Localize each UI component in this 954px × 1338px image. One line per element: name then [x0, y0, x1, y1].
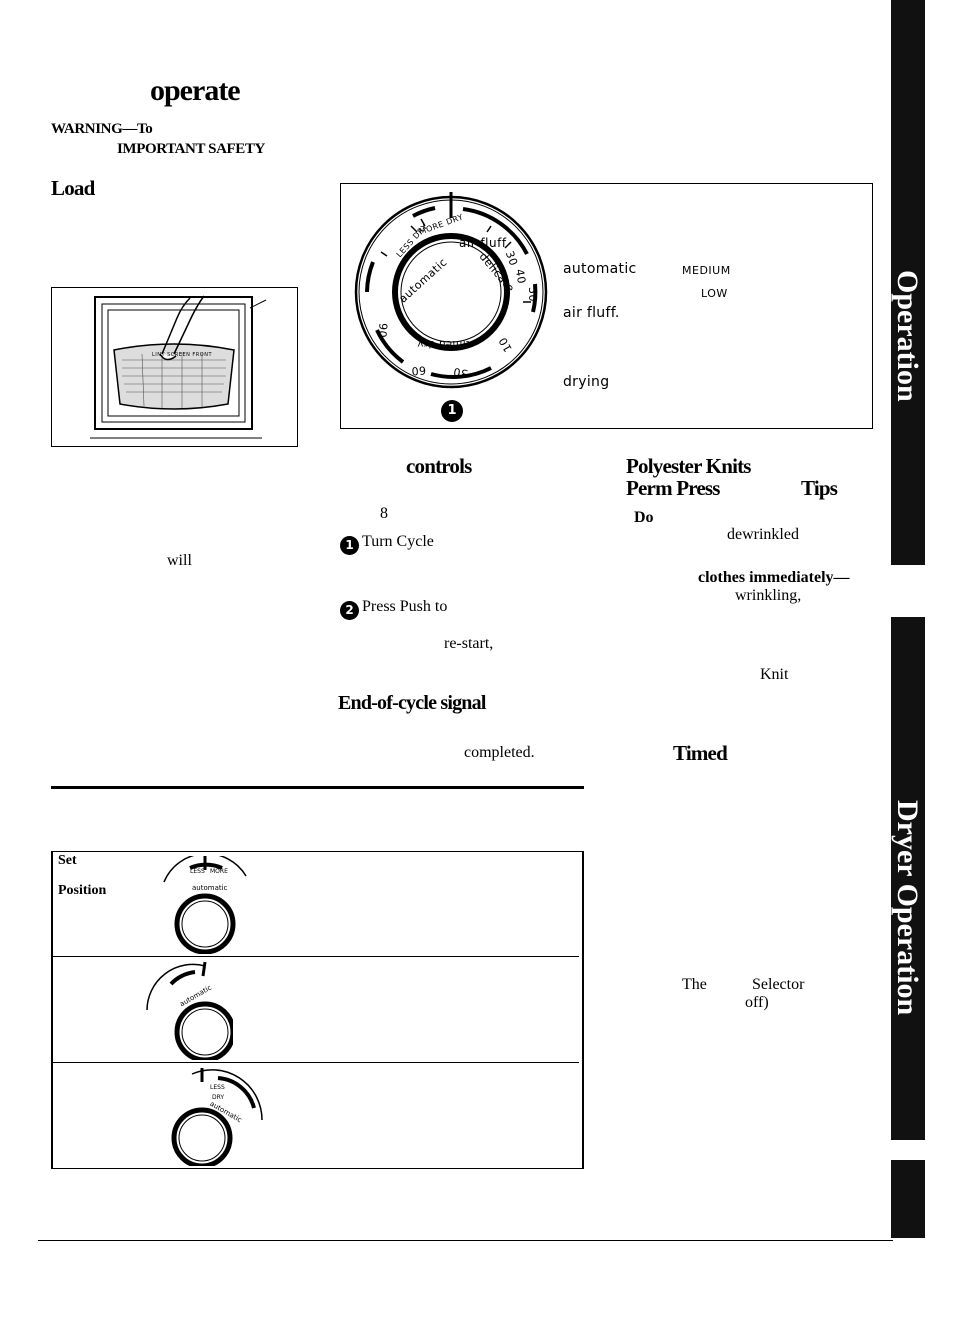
- dial-1-automatic: automatic: [192, 884, 228, 892]
- dial-90: 90: [375, 322, 390, 339]
- dial-1-less-dry: LESS: [190, 868, 205, 875]
- tips-off: off): [745, 994, 769, 1011]
- completed-text: completed.: [464, 744, 535, 761]
- tips-wrinkling: wrinkling,: [735, 587, 802, 604]
- label-low: LOW: [701, 287, 728, 300]
- tab-dryer-operation[interactable]: Dryer Operation: [891, 800, 924, 1016]
- dial-position-1-icon: [163, 856, 247, 954]
- step-1-badge: 1: [441, 400, 463, 422]
- tips-dewrinkled: dewrinkled: [727, 526, 799, 543]
- dial-position-3-icon: [171, 1068, 263, 1166]
- load-heading: Load: [51, 176, 95, 200]
- table-set-label: Set: [58, 853, 77, 868]
- signal-heading: End-of-cycle signal: [338, 692, 486, 714]
- dial-timed-dry: timed dry: [417, 338, 470, 349]
- timed-heading: Timed: [673, 741, 728, 765]
- lint-screen-label: LINT SCREEN FRONT: [152, 352, 213, 358]
- tips-knit: Knit: [760, 666, 789, 683]
- warning-text: WARNING—To: [51, 121, 153, 137]
- label-automatic: automatic: [563, 261, 637, 277]
- controls-line-8: 8: [380, 505, 388, 522]
- tab-gap-bottom: [891, 1140, 925, 1160]
- table-position-label: Position: [58, 883, 107, 898]
- load-fragment: will: [167, 552, 192, 569]
- tab-gap: [891, 565, 925, 617]
- restart-text: re-start,: [444, 635, 494, 652]
- tips-heading-3: Tips: [801, 476, 838, 500]
- dial-position-2-icon: [146, 962, 233, 1060]
- dial-1-more: MORE: [210, 868, 228, 875]
- dial-40: 40: [512, 267, 529, 286]
- tab-operation[interactable]: Operation: [891, 270, 924, 402]
- section-divider: [51, 786, 584, 789]
- table-top-line: [51, 851, 584, 852]
- table-row-divider-1: [51, 956, 579, 957]
- dial-3-dry: DRY: [212, 1094, 225, 1101]
- tips-clothes: clothes immediately—: [698, 569, 850, 586]
- label-air-fluff: air fluff.: [563, 305, 620, 321]
- tips-selector: Selector: [752, 976, 805, 993]
- dial-30-bottom: 30: [451, 364, 470, 381]
- settings-table: [51, 851, 584, 1169]
- table-row-divider-2: [51, 1062, 579, 1063]
- tips-the: The: [682, 976, 707, 993]
- cycle-selector-dial[interactable]: [351, 192, 551, 397]
- safety-text: IMPORTANT SAFETY: [117, 141, 265, 157]
- tips-do: Do: [634, 509, 654, 526]
- section-tab-bar: [891, 0, 925, 1238]
- label-medium: MEDIUM: [682, 264, 731, 277]
- tips-heading-1: Polyester Knits: [626, 454, 751, 478]
- cycle-dial-panel: LESS DRY MORE DRY air fluff automatic de…: [340, 183, 873, 429]
- tips-heading-2: Perm Press: [626, 476, 720, 500]
- dial-50: 50: [526, 287, 539, 302]
- step-1-text: Turn Cycle: [362, 533, 434, 550]
- footer-rule: [38, 1240, 893, 1241]
- dial-air-fluff: air fluff: [459, 236, 507, 250]
- dial-60: 60: [410, 363, 427, 378]
- label-drying: drying: [563, 374, 610, 390]
- dial-3-less: LESS: [210, 1084, 225, 1091]
- step-2-number: 2: [340, 601, 359, 620]
- controls-heading: controls: [406, 454, 472, 478]
- dryer-door-icon: [90, 295, 267, 439]
- page-title: operate: [150, 74, 241, 107]
- lint-screen-illustration: LINT SCREEN FRONT: [51, 287, 298, 447]
- step-1-number: 1: [340, 536, 359, 555]
- step-2-text: Press Push to: [362, 598, 448, 615]
